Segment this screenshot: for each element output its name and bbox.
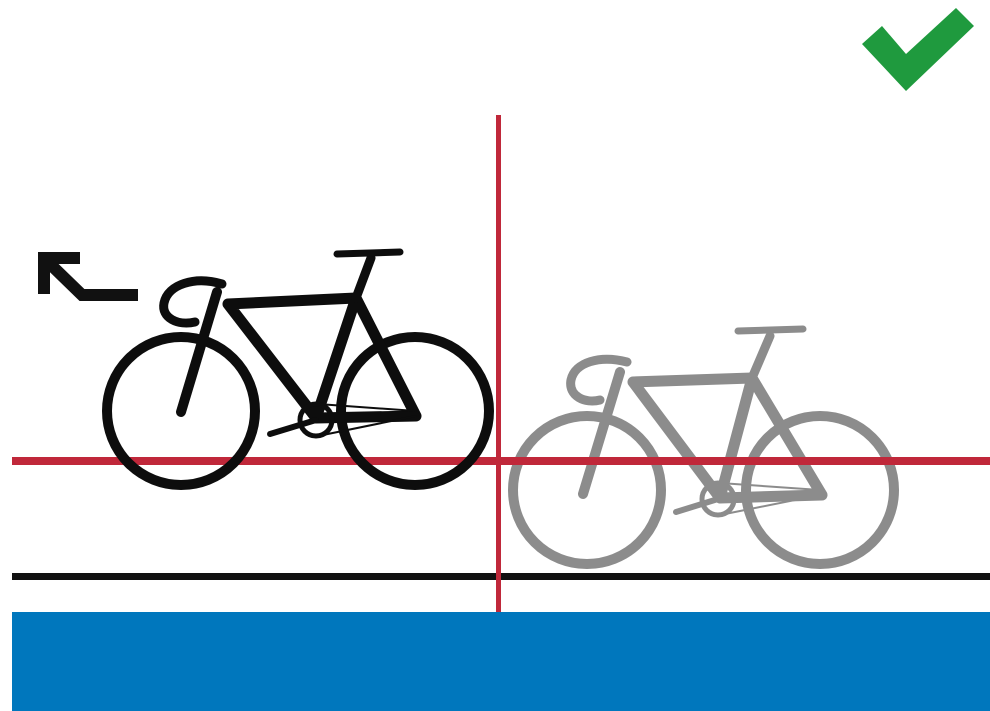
red-vertical-reference-line	[496, 115, 501, 612]
checkmark-icon	[862, 8, 974, 91]
grey-bicycle	[513, 329, 894, 564]
black-fork	[181, 292, 217, 412]
grey-saddle	[738, 329, 803, 331]
grey-fork	[583, 372, 620, 494]
arrow-up-left-icon	[44, 258, 138, 295]
grey-seatpost	[752, 336, 770, 378]
black-seatpost	[356, 258, 371, 298]
blue-ground-band	[12, 612, 990, 711]
black-bicycle	[107, 252, 489, 485]
black-saddle	[337, 252, 400, 254]
grey-pedal	[676, 499, 718, 512]
